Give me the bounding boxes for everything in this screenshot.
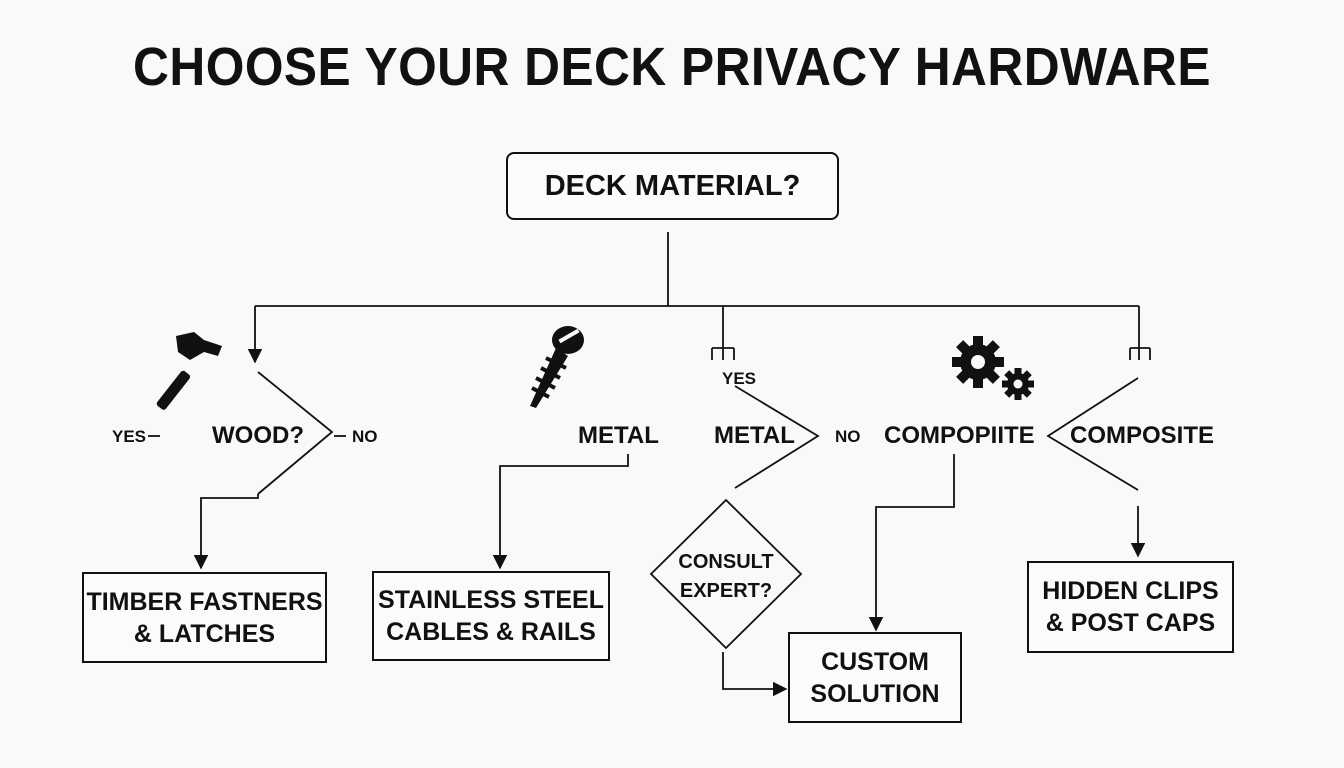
screw-icon (530, 326, 584, 408)
composite-label-left: COMPOPIITE (884, 422, 1035, 449)
consult-expert-text: CONSULT EXPERT? (651, 548, 801, 606)
metal-to-stainless-line (492, 454, 629, 570)
consult-line1: CONSULT (678, 551, 774, 573)
page-title: CHOOSE YOUR DECK PRIVACY HARDWARE (133, 37, 1211, 97)
metal-no-label: NO (835, 427, 861, 446)
metal-yes-label: YES (722, 369, 757, 388)
composite-chevron (1046, 377, 1139, 491)
composite-label-right: COMPOSITE (1070, 422, 1215, 449)
custom-line1: CUSTOM (821, 647, 929, 676)
timber-fasteners-box: TIMBER FASTNERS & LATCHES (82, 572, 327, 663)
hidden-line2: & POST CAPS (1045, 609, 1216, 637)
wood-to-timber-line (193, 494, 259, 570)
hidden-clips-box: HIDDEN CLIPS & POST CAPS (1027, 561, 1234, 653)
custom-solution-box: CUSTOM SOLUTION (788, 632, 962, 723)
timber-line1: TIMBER FASTNERS (86, 587, 323, 616)
hidden-line1: HIDDEN CLIPS (1042, 577, 1219, 605)
wood-chevron (257, 371, 334, 495)
consult-expert-diamond (649, 498, 803, 650)
metal-chevron (734, 385, 820, 489)
wood-question-label: WOOD? (212, 422, 304, 449)
stainless-steel-box: STAINLESS STEEL CABLES & RAILS (372, 571, 610, 661)
stainless-line1: STAINLESS STEEL (378, 586, 604, 614)
timber-line2: & LATCHES (133, 619, 276, 648)
consult-to-custom-line (722, 652, 788, 697)
metal-label-right: METAL (714, 422, 795, 449)
custom-line2: SOLUTION (810, 679, 940, 708)
wood-no-label: NO (352, 427, 378, 446)
hammer-icon (156, 332, 222, 410)
deck-material-label: DECK MATERIAL? (544, 169, 801, 202)
wood-yes-label: YES (112, 427, 147, 446)
consult-line2: EXPERT? (679, 580, 773, 602)
composite-to-custom-line (868, 454, 955, 632)
metal-label-left: METAL (578, 422, 659, 449)
gears-icon (952, 336, 1034, 400)
deck-material-node: DECK MATERIAL? (506, 152, 839, 220)
stainless-line2: CABLES & RAILS (386, 618, 596, 646)
